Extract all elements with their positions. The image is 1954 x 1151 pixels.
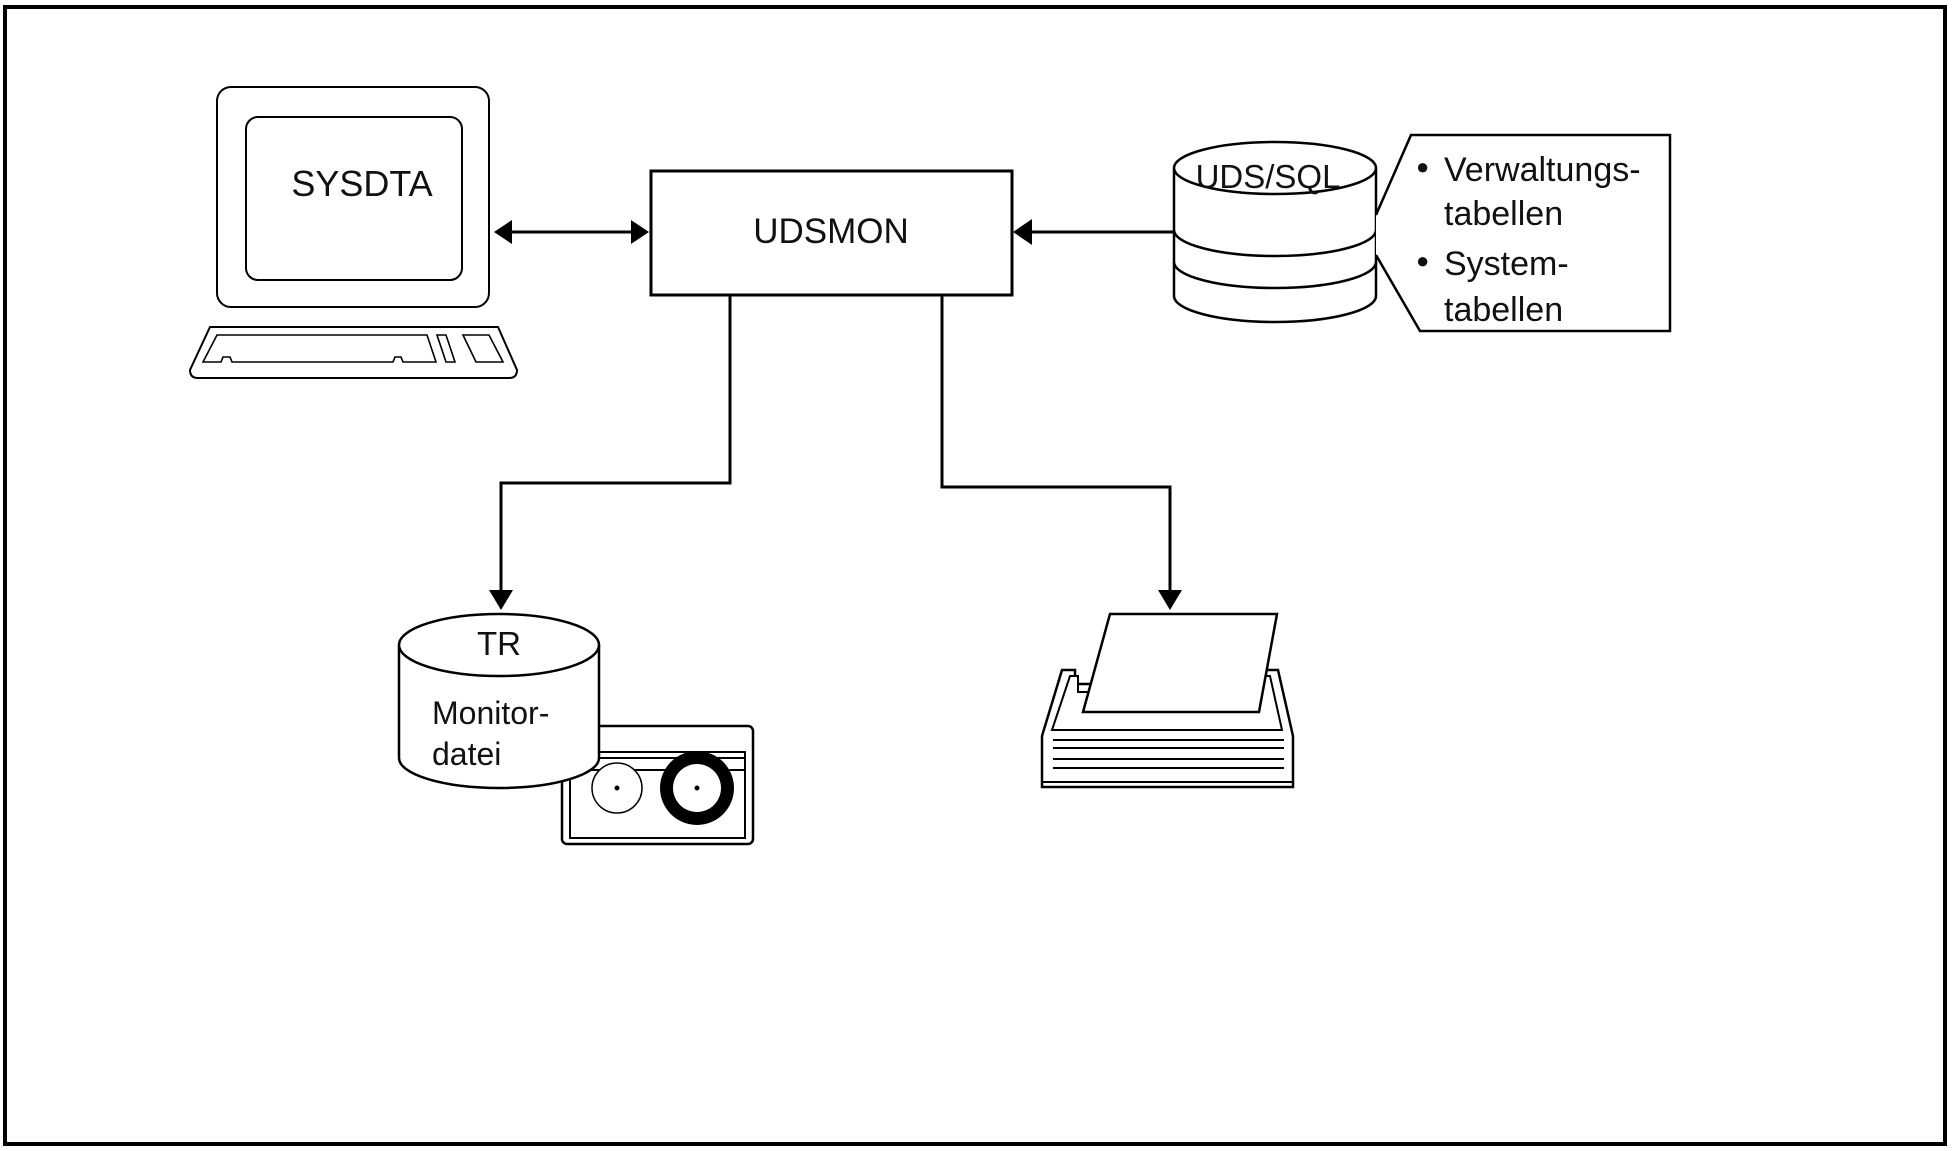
udsmon-node[interactable]: UDSMON: [649, 169, 1014, 297]
tape-cassette-icon[interactable]: [560, 724, 755, 846]
computer-terminal-icon[interactable]: SYSDTA: [188, 86, 519, 379]
db-ring-1: [1172, 229, 1378, 258]
edge-monitor-file: [499, 295, 732, 594]
arrowhead-into-printer: [1158, 590, 1182, 610]
callout-bullet-1: ●: [1416, 154, 1429, 179]
arrowhead-into-udsmon: [1013, 219, 1032, 245]
monitor-screen: [245, 116, 463, 281]
keyboard-keys: [201, 334, 438, 363]
udsmon-label: UDSMON: [753, 212, 909, 251]
tables-callout: ● Verwaltungs- tabellen ● System- tabell…: [1374, 133, 1672, 333]
outer-border: [3, 5, 1947, 1146]
terminal-label: SYSDTA: [291, 163, 432, 204]
keyboard-keys-3: [461, 334, 505, 363]
printer-icon[interactable]: [1040, 612, 1295, 789]
callout-outline: [1374, 133, 1672, 333]
db-top: [1172, 140, 1378, 196]
tape-hub-left: [614, 785, 620, 791]
db-ring-2: [1172, 261, 1378, 290]
udsmon-box: [649, 169, 1014, 297]
callout-item-1-line-2: tabellen: [1444, 195, 1563, 233]
disk-cylinder-icon[interactable]: TR Monitor- datei: [397, 612, 601, 790]
callout-item-1-line-1: Verwaltungs-: [1444, 151, 1641, 189]
tape-hub-right: [694, 785, 700, 791]
monitor-file-label-2: datei: [432, 736, 501, 772]
callout-item-2-line-2: tabellen: [1444, 291, 1563, 329]
arrowhead-right: [631, 220, 649, 244]
callout-bullet-2: ●: [1416, 248, 1429, 273]
tr-body: [397, 645, 601, 790]
database-label: UDS/SQL: [1196, 158, 1341, 195]
database-cylinder-icon[interactable]: UDS/SQL: [1172, 140, 1378, 324]
arrowhead-left: [494, 220, 512, 244]
printer-paper: [1081, 612, 1279, 714]
keyboard-keys-2: [435, 334, 457, 363]
arrowhead-into-monitor-file: [489, 590, 513, 610]
tr-label: TR: [477, 625, 521, 662]
callout-item-2-line-1: System-: [1444, 245, 1569, 283]
edge-monitor-printer: [940, 295, 1172, 594]
tr-top: [397, 612, 601, 678]
monitor-file-label-1: Monitor-: [432, 695, 549, 731]
